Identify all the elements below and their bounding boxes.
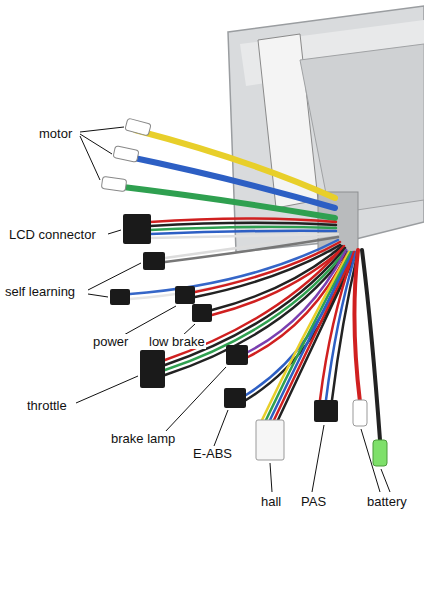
part-label: brake lamp: [110, 431, 176, 446]
part-label: motor: [38, 126, 73, 141]
connector-plugs: [101, 118, 387, 466]
part-label: power: [92, 334, 129, 349]
leader-lines: [76, 127, 390, 492]
part-label: throttle: [26, 398, 68, 413]
part-label: PAS: [300, 494, 327, 509]
part-label: self learning: [4, 284, 76, 299]
part-label: battery: [366, 494, 408, 509]
wire-harness: [115, 130, 380, 440]
part-label: hall: [260, 494, 282, 509]
part-label: LCD connector: [8, 227, 97, 242]
part-label: low brake: [148, 334, 206, 349]
part-label: E-ABS: [192, 446, 233, 461]
